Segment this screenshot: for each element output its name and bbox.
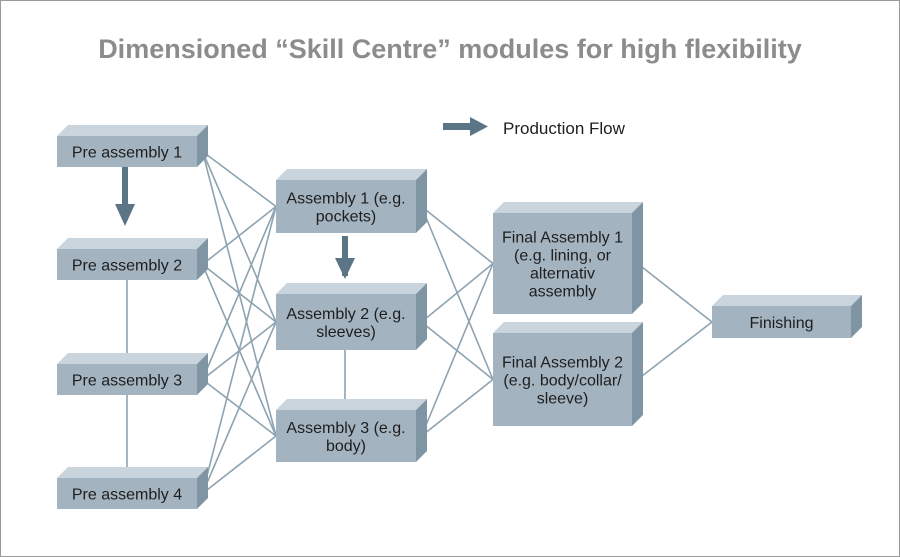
- connector-asm2-fin1: [420, 262, 494, 323]
- connector-pre1-asm1: [202, 150, 277, 208]
- module-front-face: [57, 364, 197, 395]
- module-pre-assembly-2: Pre assembly 2: [57, 238, 208, 280]
- module-side-face: [416, 283, 427, 350]
- module-assembly-2: Assembly 2 (e.g.sleeves): [276, 283, 427, 350]
- legend: Production Flow: [443, 117, 626, 138]
- module-label-line: Pre assembly 3: [72, 373, 182, 390]
- connector-asm3-fin2: [421, 378, 494, 437]
- module-top-face: [57, 238, 208, 249]
- module-top-face: [493, 202, 643, 213]
- module-final-assembly-2: Final Assembly 2(e.g. body/collar/sleeve…: [493, 322, 643, 426]
- module-label-line: Finishing: [749, 315, 813, 332]
- module-label-line: sleeve): [537, 391, 589, 408]
- module-label-line: (e.g. lining, or: [514, 248, 612, 265]
- connector-pre3-asm1: [201, 206, 277, 380]
- module-side-face: [416, 399, 427, 462]
- connector-fin1-finishing: [637, 262, 713, 323]
- connector-pre4-asm1: [201, 206, 277, 494]
- legend-label: Production Flow: [503, 119, 626, 138]
- module-label-line: alternativ: [530, 266, 595, 283]
- module-front-face: [276, 180, 416, 233]
- module-label-line: Final Assembly 2: [502, 355, 623, 372]
- module-front-face: [276, 410, 416, 462]
- flow-arrow-pre1-to-pre2: [115, 166, 135, 226]
- module-pre-assembly-4: Pre assembly 4: [57, 467, 208, 509]
- module-top-face: [276, 169, 427, 180]
- module-label-line: sleeves): [316, 324, 376, 341]
- module-label-line: Assembly 3 (e.g.: [286, 420, 405, 437]
- module-side-face: [197, 353, 208, 395]
- connector-asm1-fin1: [421, 205, 494, 265]
- module-assembly-3: Assembly 3 (e.g.body): [276, 399, 427, 462]
- module-top-face: [57, 353, 208, 364]
- arrow-right-icon: [443, 117, 488, 136]
- module-side-face: [632, 322, 643, 426]
- module-side-face: [851, 295, 862, 338]
- module-label-line: (e.g. body/collar/: [503, 373, 622, 390]
- module-front-face: [493, 333, 632, 426]
- module-top-face: [493, 322, 643, 333]
- module-side-face: [197, 467, 208, 509]
- module-label-line: body): [326, 438, 366, 455]
- module-pre-assembly-3: Pre assembly 3: [57, 353, 208, 395]
- module-label-line: Assembly 2 (e.g.: [286, 306, 405, 323]
- module-front-face: [493, 213, 632, 314]
- connector-lines: [126, 150, 713, 495]
- connector-pre2-asm1: [202, 205, 277, 266]
- module-label-line: pockets): [316, 209, 376, 226]
- module-label-line: Pre assembly 1: [72, 145, 182, 162]
- module-front-face: [57, 478, 197, 509]
- module-label-line: Final Assembly 1: [502, 230, 623, 247]
- module-label-line: Pre assembly 4: [72, 487, 182, 504]
- module-side-face: [197, 125, 208, 167]
- connector-pre4-asm2: [201, 321, 277, 494]
- module-label-line: Assembly 1 (e.g.: [286, 191, 405, 208]
- module-pre-assembly-1: Pre assembly 1: [57, 125, 208, 167]
- module-assembly-1: Assembly 1 (e.g.pockets): [276, 169, 427, 233]
- module-front-face: [276, 294, 416, 350]
- connector-asm3-fin1: [420, 263, 494, 437]
- connector-pre1-asm2: [201, 151, 277, 323]
- module-top-face: [57, 125, 208, 136]
- module-final-assembly-1: Final Assembly 1(e.g. lining, oralternat…: [493, 202, 643, 314]
- module-side-face: [416, 169, 427, 233]
- module-top-face: [276, 283, 427, 294]
- module-front-face: [57, 249, 197, 280]
- connector-pre4-asm3: [202, 435, 277, 495]
- module-top-face: [57, 467, 208, 478]
- diagram-title: Dimensioned “Skill Centre” modules for h…: [98, 34, 802, 64]
- module-finishing: Finishing: [712, 295, 862, 338]
- module-label-line: Pre assembly 2: [72, 258, 182, 275]
- module-side-face: [632, 202, 643, 314]
- module-front-face: [57, 136, 197, 167]
- module-side-face: [197, 238, 208, 280]
- connector-fin2-finishing: [637, 321, 713, 381]
- module-label-line: assembly: [529, 284, 597, 301]
- module-top-face: [712, 295, 862, 306]
- flow-arrow-asm1-to-asm2: [335, 236, 355, 279]
- module-front-face: [712, 306, 851, 338]
- module-top-face: [276, 399, 427, 410]
